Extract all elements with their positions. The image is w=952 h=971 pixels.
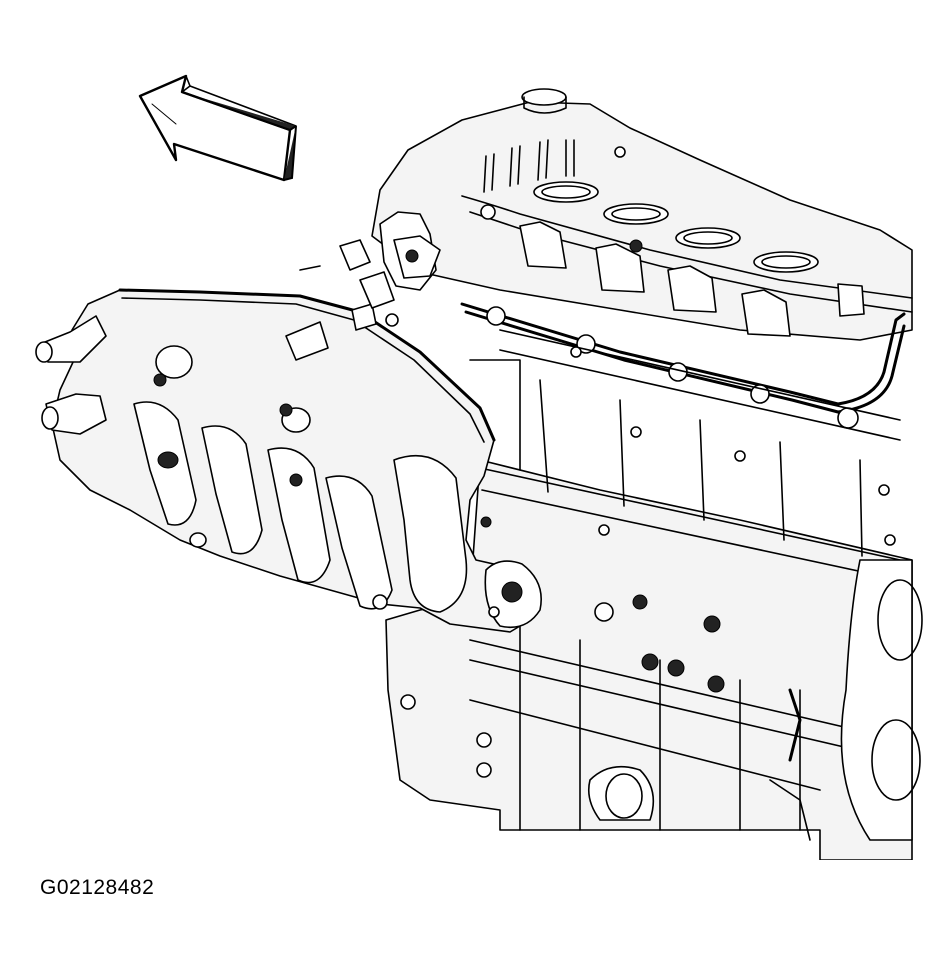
intake-manifold [35,288,542,633]
valve-cover [371,88,913,341]
bracket-assembly [299,211,441,327]
figure-id-label: G02128482 [40,876,155,899]
fasteners [480,346,896,546]
engine-assembly [35,88,923,860]
front-arrow-icon [138,74,297,182]
fuel-rail [460,283,906,429]
engine-illustration [35,74,923,860]
engine-block [385,329,923,860]
